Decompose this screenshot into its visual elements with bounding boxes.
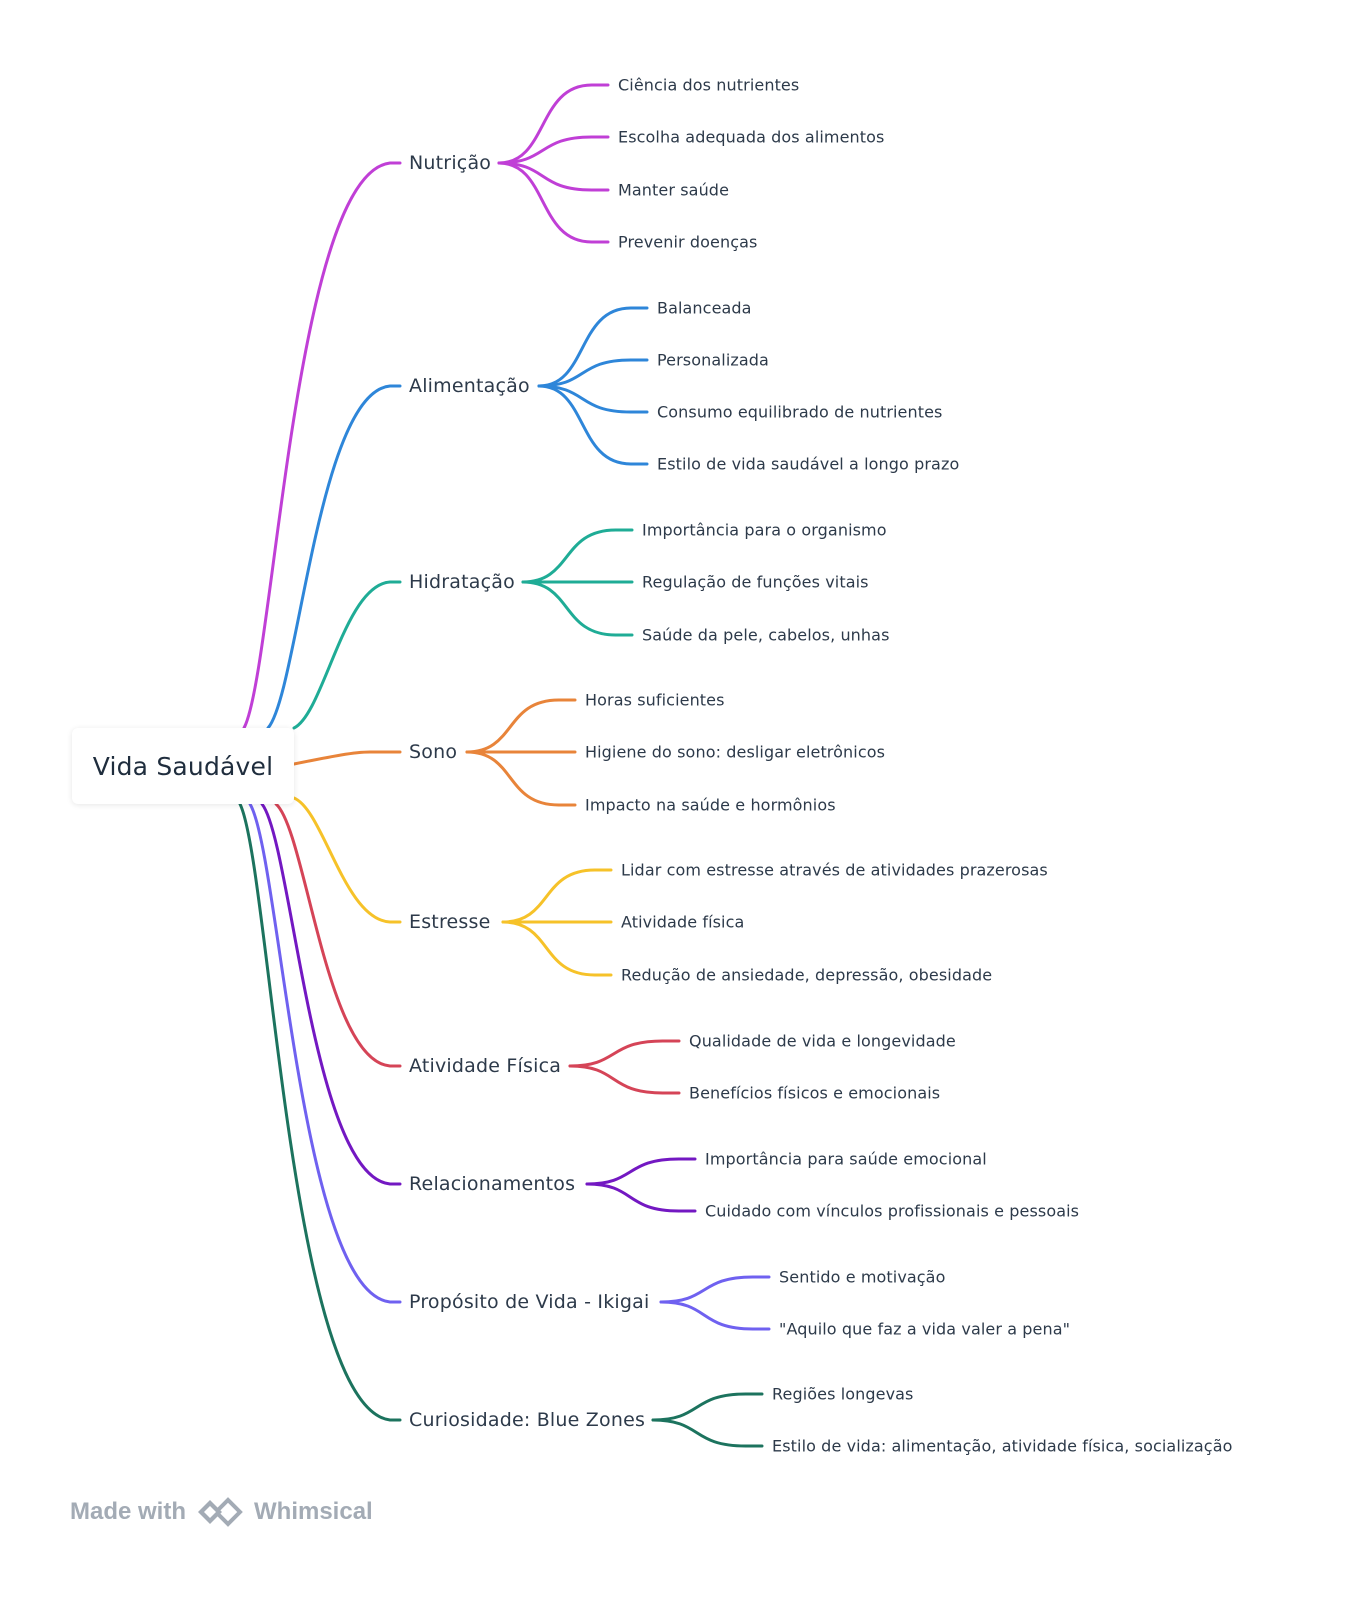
root-connector-1 — [266, 384, 402, 730]
whimsical-logo-icon — [198, 1497, 243, 1527]
leaf-connector-0-2 — [497, 161, 610, 192]
root-connector-8 — [238, 802, 402, 1422]
branch-label-0[interactable]: Nutrição — [409, 152, 492, 174]
root-connector-2 — [292, 580, 402, 730]
leaf-label-4-0[interactable]: Lidar com estresse através de atividades… — [621, 860, 1048, 880]
leaf-connector-4-2 — [501, 920, 613, 977]
leaf-connector-5-1 — [568, 1064, 681, 1095]
root-connector-4 — [292, 796, 402, 924]
leaf-label-0-0[interactable]: Ciência dos nutrientes — [618, 75, 800, 95]
whimsical-brand: Whimsical — [254, 1498, 373, 1525]
leaf-label-3-2[interactable]: Impacto na saúde e hormônios — [585, 795, 836, 815]
leaf-connector-8-0 — [651, 1392, 764, 1422]
leaf-connector-1-0 — [537, 306, 649, 388]
leaf-label-1-0[interactable]: Balanceada — [657, 298, 752, 318]
root-connector-5 — [274, 802, 402, 1068]
branch-label-5[interactable]: Atividade Física — [409, 1055, 562, 1077]
leaf-connector-1-1 — [537, 358, 649, 388]
leaf-connector-0-3 — [497, 161, 610, 244]
leaf-connector-6-1 — [585, 1182, 697, 1213]
leaf-label-8-1[interactable]: Estilo de vida: alimentação, atividade f… — [772, 1436, 1233, 1456]
leaf-connector-2-0 — [521, 528, 634, 584]
root-connector-7 — [248, 802, 402, 1304]
leaf-label-4-1[interactable]: Atividade física — [621, 912, 745, 932]
made-with-text: Made with — [70, 1498, 187, 1525]
leaf-connector-7-0 — [659, 1275, 771, 1304]
leaf-label-0-3[interactable]: Prevenir doenças — [618, 232, 758, 252]
leaf-connector-8-1 — [651, 1418, 764, 1448]
leaf-connector-6-0 — [585, 1157, 697, 1186]
leaf-label-1-2[interactable]: Consumo equilibrado de nutrientes — [657, 402, 943, 422]
leaf-connector-7-1 — [659, 1300, 771, 1331]
branch-label-2[interactable]: Hidratação — [409, 571, 515, 593]
root-node[interactable]: Vida Saudável — [72, 728, 294, 804]
branch-label-3[interactable]: Sono — [409, 741, 458, 763]
leaf-label-0-2[interactable]: Manter saúde — [618, 180, 730, 200]
leaf-connector-2-2 — [521, 580, 634, 637]
root-connector-0 — [242, 161, 402, 730]
leaf-label-5-0[interactable]: Qualidade de vida e longevidade — [689, 1031, 956, 1051]
leaf-label-0-1[interactable]: Escolha adequada dos alimentos — [618, 127, 885, 147]
branch-label-6[interactable]: Relacionamentos — [409, 1173, 576, 1195]
leaf-label-7-0[interactable]: Sentido e motivação — [779, 1267, 946, 1287]
branch-label-8[interactable]: Curiosidade: Blue Zones — [409, 1409, 646, 1431]
leaf-connector-1-3 — [537, 384, 649, 466]
leaf-label-3-0[interactable]: Horas suficientes — [585, 690, 725, 710]
leaf-label-7-1[interactable]: "Aquilo que faz a vida valer a pena" — [779, 1319, 1071, 1339]
leaf-label-6-1[interactable]: Cuidado com vínculos profissionais e pes… — [705, 1201, 1080, 1221]
leaf-connector-0-1 — [497, 135, 610, 165]
leaf-connector-3-2 — [465, 750, 577, 807]
leaf-label-1-3[interactable]: Estilo de vida saudável a longo prazo — [657, 454, 960, 474]
root-connector-6 — [260, 802, 402, 1186]
root-label: Vida Saudável — [92, 751, 274, 781]
leaf-connector-5-0 — [568, 1039, 681, 1068]
leaf-label-4-2[interactable]: Redução de ansiedade, depressão, obesida… — [621, 965, 993, 985]
leaf-label-6-0[interactable]: Importância para saúde emocional — [705, 1149, 987, 1169]
leaf-label-1-1[interactable]: Personalizada — [657, 350, 769, 370]
leaf-connector-1-2 — [537, 384, 649, 414]
leaf-label-2-2[interactable]: Saúde da pele, cabelos, unhas — [642, 625, 890, 645]
leaf-label-5-1[interactable]: Benefícios físicos e emocionais — [689, 1083, 941, 1103]
leaf-connector-3-0 — [465, 698, 577, 754]
leaf-connector-0-0 — [497, 83, 610, 165]
branch-label-4[interactable]: Estresse — [409, 911, 491, 933]
leaf-connector-4-0 — [501, 868, 613, 924]
whimsical-footer[interactable]: Made with Whimsical — [70, 1492, 373, 1532]
root-connector-3 — [292, 750, 402, 766]
leaf-label-2-0[interactable]: Importância para o organismo — [642, 520, 887, 540]
leaf-label-3-1[interactable]: Higiene do sono: desligar eletrônicos — [585, 742, 886, 762]
leaf-label-2-1[interactable]: Regulação de funções vitais — [642, 572, 869, 592]
leaf-label-8-0[interactable]: Regiões longevas — [772, 1384, 914, 1404]
branch-label-1[interactable]: Alimentação — [409, 375, 530, 397]
branch-label-7[interactable]: Propósito de Vida - Ikigai — [409, 1291, 650, 1313]
